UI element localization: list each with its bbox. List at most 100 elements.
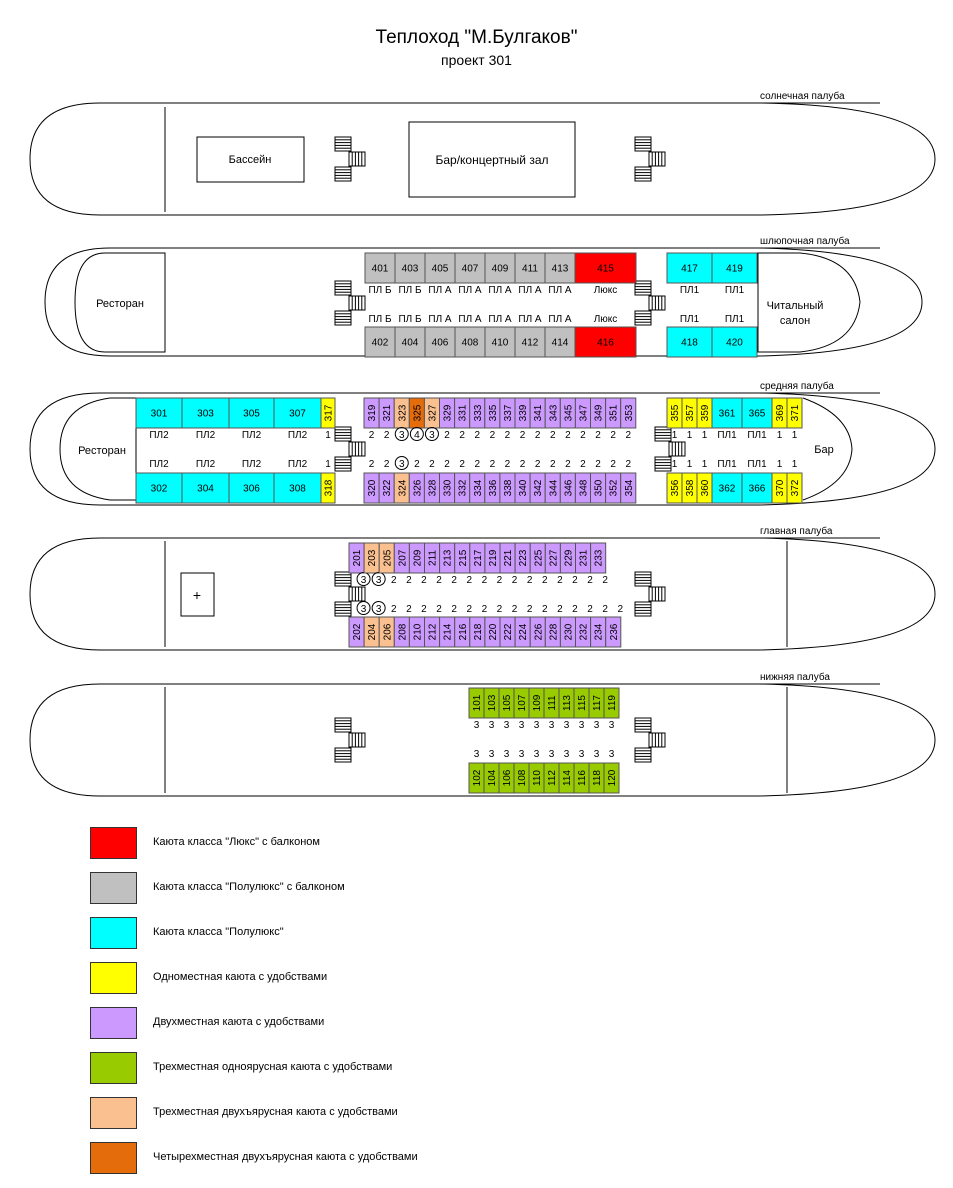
cabin-number: 370 [775,479,786,496]
cabin-type-label: 1 [792,459,798,470]
staircase-icon [334,280,366,326]
cabin-number: 301 [151,409,168,420]
cabin-type-label: 2 [512,604,518,615]
cabin-number: 108 [517,769,528,786]
cabin-number: 336 [488,479,499,496]
cabin-number: 210 [412,623,423,640]
cabin-number: 340 [518,479,529,496]
pool-room [196,136,305,183]
cabin-233 [590,542,607,574]
cabin-type-label: ПЛ1 [747,430,767,441]
cabin-number: 355 [670,404,681,421]
cabin-type-label: 3 [474,749,480,760]
cabin-type-label: 1 [672,430,678,441]
cabin-type-label: 1 [777,459,783,470]
cabin-type-label: 2 [505,459,511,470]
cabin-365 [741,397,773,429]
cabin-number: 358 [685,479,696,496]
cabin-number: 335 [488,404,499,421]
cabin-number: 105 [502,694,513,711]
cabin-number: 321 [382,404,393,421]
cabin-number: 232 [579,623,590,640]
deck-label-boat: шлюпочная палуба [760,235,850,247]
cabin-number: 416 [597,338,614,349]
cabin-type-label: 2 [490,430,496,441]
cabin-type-label: 2 [557,575,563,586]
cabin-type-label: 2 [580,459,586,470]
cabin-318 [320,472,336,504]
legend-label: Двухместная каюта с удобствами [153,1016,325,1028]
cabin-number: 361 [719,409,736,420]
medical-cross-icon: + [193,587,201,603]
cabin-type-label: 3 [399,459,405,470]
cabin-type-label: ПЛ А [428,285,452,296]
cabin-number: 330 [443,479,454,496]
cabin-type-label: ПЛ А [428,314,452,325]
cabin-120 [603,762,620,794]
cabin-type-label: 2 [565,459,571,470]
cabin-type-label: ПЛ2 [242,430,262,441]
staircase-icon [634,280,666,326]
cabin-type-label: 3 [519,720,525,731]
cabin-type-label: 3 [549,749,555,760]
cabin-number: 338 [503,479,514,496]
cabin-number: 230 [563,623,574,640]
cabin-type-label: 3 [474,720,480,731]
legend-swatch [90,827,137,859]
cabin-type-label: ПЛ1 [680,314,700,325]
cabin-type-label: 1 [687,459,693,470]
cabin-372 [786,472,803,504]
legend-label: Одноместная каюта с удобствами [153,971,328,983]
cabin-number: 228 [548,623,559,640]
staircase-icon [654,426,686,472]
cabin-353 [620,397,637,429]
legend-label: Трехместная одноярусная каюта с удобства… [153,1061,393,1073]
cabin-type-label: 2 [429,459,435,470]
cabin-type-label: ПЛ А [518,285,542,296]
cabin-number: 343 [548,404,559,421]
cabin-type-label: ПЛ2 [196,430,216,441]
page-title: Теплоход "М.Булгаков" [375,27,578,48]
boat-deck-hull [44,247,923,357]
berth-circle-icon [394,456,409,470]
cabin-number: 101 [472,694,483,711]
cabin-type-label: Люкс [594,285,618,296]
reading-salon-label-1: Читальный [767,300,824,312]
legend-swatch [90,1097,137,1129]
cabin-type-label: 4 [414,430,420,441]
berth-circle-icon [394,427,409,441]
cabin-type-label: 2 [444,459,450,470]
cabin-number: 356 [670,479,681,496]
cabin-type-label: 1 [777,430,783,441]
restaurant-middle-room [59,397,137,501]
cabin-number: 357 [685,404,696,421]
cabin-type-label: 2 [369,430,375,441]
staircase-icon [334,717,366,763]
legend-swatch [90,1052,137,1084]
cabin-number: 302 [151,484,168,495]
cabin-type-label: 2 [512,575,518,586]
cabin-type-label: 3 [376,604,382,615]
cabin-402 [364,326,396,358]
cabin-number: 359 [700,404,711,421]
cabin-number: 348 [578,479,589,496]
cabin-type-label: ПЛ Б [398,314,422,325]
cabin-type-label: 2 [436,604,442,615]
cabin-type-label: 3 [519,749,525,760]
cabin-type-label: 2 [414,459,420,470]
cabin-415 [574,252,637,284]
berth-circle-icon [356,601,371,615]
cabin-number: 420 [726,338,743,349]
cabin-number: 401 [372,264,389,275]
cabin-number: 365 [749,409,766,420]
cabin-303 [181,397,230,429]
cabin-type-label: 1 [672,459,678,470]
legend-label: Каюта класса "Полулюкс" [153,926,284,938]
restaurant-boat-room [74,252,166,353]
cabin-409 [484,252,516,284]
cabin-type-label: 2 [444,430,450,441]
cabin-number: 106 [502,769,513,786]
cabin-type-label: 3 [564,749,570,760]
cabin-number: 408 [462,338,479,349]
cabin-type-label: Люкс [594,314,618,325]
